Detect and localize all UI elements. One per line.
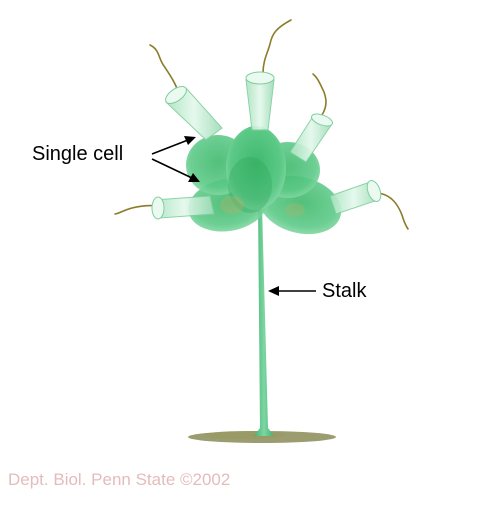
arrow-single-cell-upper	[151, 139, 189, 155]
collars	[151, 71, 382, 220]
arrow-single-cell-lower	[151, 158, 193, 179]
collar-top	[245, 79, 275, 131]
stalk	[254, 205, 274, 436]
flagella	[114, 19, 409, 230]
flagellum-left-top	[149, 44, 181, 97]
arrows	[151, 136, 316, 296]
flagellum-right	[377, 192, 409, 230]
cell-body-center	[226, 126, 286, 210]
credit-text: Dept. Biol. Penn State ©2002	[8, 470, 231, 489]
flagellum-top	[262, 19, 292, 74]
label-single-cell: Single cell	[32, 143, 124, 165]
cell-bodies	[186, 126, 342, 235]
flagellum-left	[114, 204, 161, 215]
flagellum-right-top	[312, 73, 327, 116]
arrow-stalk-head	[268, 286, 279, 296]
arrow-single-cell-upper-head	[184, 136, 196, 145]
arrow-single-cell-lower-head	[188, 173, 200, 182]
label-stalk: Stalk	[322, 280, 367, 302]
